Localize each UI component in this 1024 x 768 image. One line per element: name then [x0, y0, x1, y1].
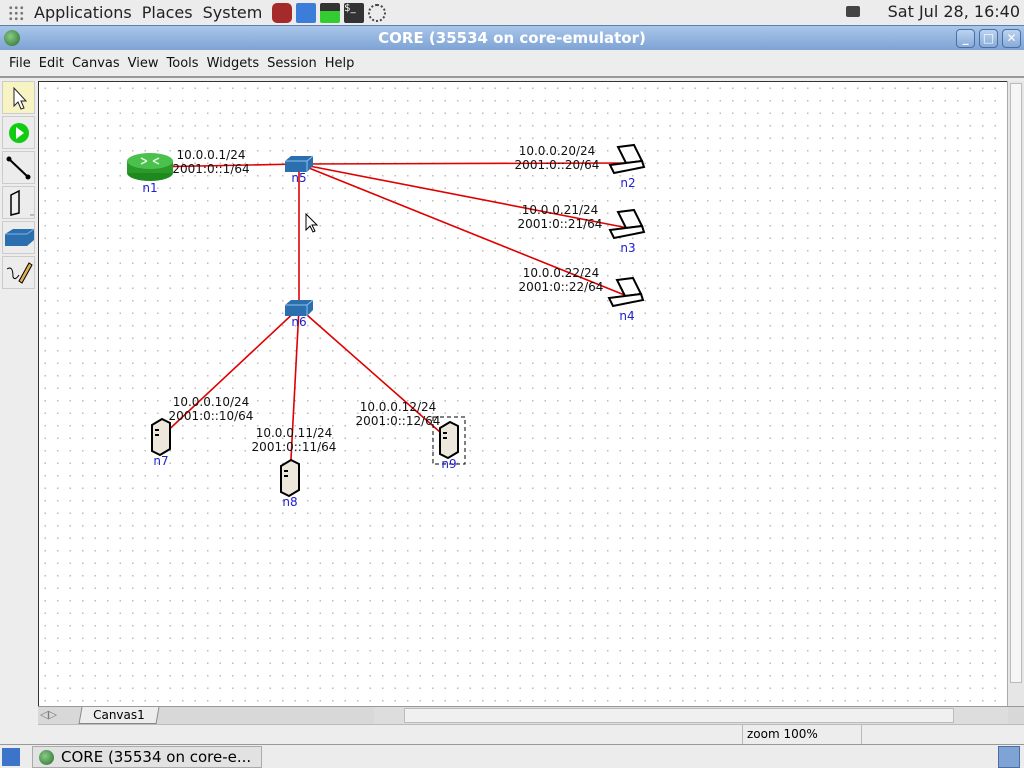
menu-widgets[interactable]: Widgets	[206, 56, 260, 71]
core-logo-icon[interactable]	[4, 30, 20, 46]
link-n5-n2[interactable]	[298, 162, 629, 165]
ipv6-address-label: 2001:0::22/64	[519, 280, 604, 294]
link-n1-n5[interactable]	[149, 163, 300, 168]
node-label[interactable]: n7	[153, 454, 168, 468]
menu-view[interactable]: View	[127, 56, 159, 71]
annotation-pencil-icon[interactable]	[2, 256, 35, 289]
switch-node-icon[interactable]	[2, 221, 35, 254]
link-n6-n7[interactable]	[160, 307, 300, 438]
system-monitor-icon[interactable]	[296, 2, 317, 23]
workspace-switcher[interactable]	[998, 746, 1020, 768]
ipv6-address-label: 2001:0::21/64	[518, 217, 603, 231]
menu-tools[interactable]: Tools	[166, 56, 199, 71]
ipv4-address-label: 10.0.0.20/24	[519, 144, 596, 158]
clock[interactable]: Sat Jul 28, 16:40	[887, 2, 1020, 21]
tool-palette	[0, 80, 37, 710]
close-button[interactable]: ✕	[1002, 29, 1021, 48]
tab-label: Canvas1	[93, 708, 145, 722]
server-node-n9[interactable]	[439, 420, 459, 460]
network-status-icon[interactable]	[846, 6, 860, 17]
taskbar: CORE (35534 on core-e...	[0, 744, 1024, 768]
switch-node-n5[interactable]	[285, 155, 314, 172]
laptop-node-n4[interactable]	[607, 276, 645, 308]
link-tool-icon[interactable]	[2, 151, 35, 184]
node-label[interactable]: n8	[282, 495, 297, 509]
menu-system[interactable]: System	[202, 3, 263, 22]
maximize-button[interactable]: □	[979, 29, 998, 48]
status-bar: zoom 100%	[38, 724, 1024, 745]
task-label: CORE (35534 on core-e...	[61, 748, 252, 766]
tab-canvas1[interactable]: Canvas1	[78, 707, 160, 724]
top-panel: Applications Places System $_ Sat Jul 28…	[0, 0, 1024, 25]
link-n6-n9[interactable]	[298, 307, 450, 441]
switch-node-n6[interactable]	[285, 299, 314, 316]
tab-scroll-arrows-icon[interactable]: ◁▷	[40, 708, 57, 721]
server-node-n7[interactable]	[151, 417, 171, 457]
laptop-node-n3[interactable]	[608, 208, 646, 240]
ipv4-address-label: 10.0.0.10/24	[173, 395, 250, 409]
vertical-scroll-thumb[interactable]	[1010, 83, 1022, 683]
laptop-node-n2[interactable]	[608, 143, 646, 175]
ipv6-address-label: 2001:0::11/64	[252, 440, 337, 454]
package-icon[interactable]	[272, 2, 293, 23]
node-label[interactable]: n1	[142, 181, 157, 195]
window-title: CORE (35534 on core-emulator)	[378, 29, 646, 47]
node-label[interactable]: n9	[441, 457, 456, 471]
ipv4-address-label: 10.0.0.12/24	[360, 400, 437, 414]
terminal-icon[interactable]: $_	[344, 2, 365, 23]
menubar: File Edit Canvas View Tools Widgets Sess…	[0, 51, 1024, 78]
window-titlebar: CORE (35534 on core-emulator) _ □ ✕	[0, 25, 1024, 50]
menu-places[interactable]: Places	[141, 3, 193, 22]
menu-session[interactable]: Session	[267, 56, 317, 71]
node-label[interactable]: n2	[620, 176, 635, 190]
link-n6-n8[interactable]	[289, 307, 300, 479]
selection-pointer-icon[interactable]	[2, 81, 35, 114]
horizontal-scrollbar[interactable]	[374, 707, 1008, 724]
core-logo-icon	[39, 750, 54, 765]
node-label[interactable]: n3	[620, 241, 635, 255]
ipv6-address-label: 2001:0::10/64	[169, 409, 254, 423]
ipv6-address-label: 2001:0::20/64	[515, 158, 600, 172]
ipv4-address-label: 10.0.0.1/24	[177, 148, 246, 162]
network-topology-icon[interactable]	[368, 3, 387, 22]
link-n5-n3[interactable]	[298, 163, 629, 229]
menu-help[interactable]: Help	[324, 56, 355, 71]
server-node-n8[interactable]	[280, 458, 300, 498]
node-label[interactable]: n5	[291, 171, 306, 185]
node-label[interactable]: n4	[619, 309, 634, 323]
menu-applications[interactable]: Applications	[34, 3, 132, 22]
show-desktop-icon[interactable]	[2, 748, 20, 766]
horizontal-scroll-thumb[interactable]	[404, 708, 954, 723]
apps-grid-icon[interactable]	[8, 4, 24, 21]
ipv6-address-label: 2001:0::12/64	[356, 414, 441, 428]
resource-graph-icon[interactable]	[320, 2, 341, 23]
vertical-scrollbar[interactable]	[1007, 81, 1024, 706]
link-n5-n4[interactable]	[298, 163, 628, 297]
ipv4-address-label: 10.0.0.21/24	[522, 203, 599, 217]
node-label[interactable]: n6	[291, 315, 306, 329]
host-node-icon[interactable]	[2, 186, 36, 219]
menu-canvas[interactable]: Canvas	[71, 56, 120, 71]
topology-view[interactable]: 10.0.0.1/242001:0::1/6410.0.0.20/242001:…	[39, 82, 1007, 706]
canvas-tabs-bar: ◁▷ Canvas1	[38, 706, 1024, 724]
selection-box	[432, 416, 466, 465]
ipv6-address-label: 2001:0::1/64	[172, 162, 249, 176]
minimize-button[interactable]: _	[956, 29, 975, 48]
router-node-n1[interactable]	[127, 153, 173, 181]
mouse-cursor-icon	[305, 212, 319, 233]
start-session-icon[interactable]	[2, 116, 35, 149]
ipv4-address-label: 10.0.0.11/24	[256, 426, 333, 440]
ipv4-address-label: 10.0.0.22/24	[523, 266, 600, 280]
taskbar-window-core[interactable]: CORE (35534 on core-e...	[32, 746, 262, 768]
menu-edit[interactable]: Edit	[38, 56, 64, 71]
menu-file[interactable]: File	[9, 56, 31, 71]
zoom-level: zoom 100%	[742, 725, 862, 745]
